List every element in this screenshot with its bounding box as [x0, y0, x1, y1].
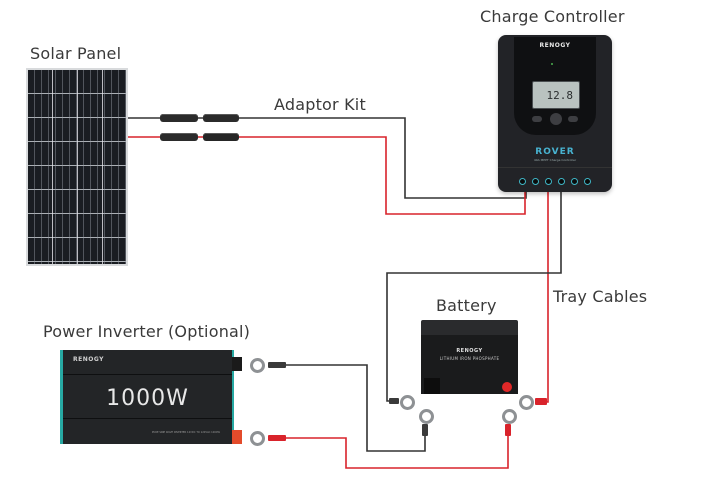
- right-button: [568, 116, 578, 122]
- power-inverter-label: Power Inverter (Optional): [43, 322, 251, 341]
- controller-terminal-6: [584, 178, 591, 185]
- inverter-side-positive-crimp: [268, 435, 286, 441]
- mc4-connector-positive-male: [160, 133, 198, 141]
- wire-inverter-positive: [286, 435, 509, 469]
- inverter-fineprint: PURE SINE WAVE INVERTER 12VDC TO 120VAC …: [151, 431, 220, 434]
- charge-controller-label: Charge Controller: [480, 7, 625, 26]
- controller-face: RENOGY 12.8: [514, 37, 596, 135]
- battery-label: Battery: [436, 296, 497, 315]
- adaptor-kit-label: Adaptor Kit: [274, 95, 366, 114]
- controller-subtitle: 40A MPPT Charge Controller: [533, 158, 577, 162]
- controller-terminal-1: [519, 178, 526, 185]
- controller-buttons: [532, 113, 580, 127]
- inverter-brand-logo: RENOGY: [73, 356, 104, 363]
- inverter-side-positive-ring-lug: [250, 431, 265, 446]
- inverter-negative-terminal: [232, 357, 242, 371]
- tray-positive-ring-lug: [519, 395, 534, 410]
- battery-lid: [421, 320, 518, 335]
- center-dpad-button: [550, 113, 562, 125]
- inverter-side-negative-ring-lug: [250, 358, 265, 373]
- battery: RENOGY LITHIUM IRON PHOSPHATE: [421, 320, 518, 394]
- inverter-positive-terminal: [232, 430, 242, 444]
- inverter-positive-ring-lug: [502, 409, 517, 424]
- solar-panel: [26, 68, 128, 266]
- controller-terminal-4: [558, 178, 565, 185]
- wire-solar-negative: [128, 117, 527, 199]
- controller-terminal-2: [532, 178, 539, 185]
- charge-controller: RENOGY 12.8 ROVER 40A MPPT Charge Contro…: [498, 35, 612, 192]
- battery-positive-terminal: [502, 382, 512, 392]
- controller-terminal-panel: [498, 167, 612, 192]
- controller-model-logo: ROVER: [535, 147, 575, 157]
- inverter-negative-ring-lug: [419, 409, 434, 424]
- tray-cables-label: Tray Cables: [553, 287, 648, 306]
- mc4-connector-negative-male: [160, 114, 198, 122]
- battery-brand-logo: RENOGY: [456, 348, 483, 354]
- inverter-power-rating: 1000W: [106, 386, 189, 411]
- controller-lcd-display: 12.8: [532, 81, 580, 109]
- wire-inverter-negative: [286, 364, 426, 452]
- left-button: [532, 116, 542, 122]
- inverter-rib-bottom: [63, 418, 232, 419]
- battery-model-label: LITHIUM IRON PHOSPHATE: [439, 356, 500, 361]
- tray-negative-ring-lug: [400, 395, 415, 410]
- mc4-connector-negative-female: [203, 114, 239, 122]
- inverter-side-negative-crimp: [268, 362, 286, 368]
- lcd-voltage-readout: 12.8: [546, 89, 574, 102]
- solar-panel-label: Solar Panel: [30, 44, 122, 63]
- wire-tray-positive: [535, 183, 549, 403]
- wire-solar-positive: [128, 136, 526, 215]
- tray-negative-crimp: [389, 398, 399, 404]
- power-inverter: RENOGY 1000W PURE SINE WAVE INVERTER 12V…: [60, 350, 234, 444]
- controller-terminal-3: [545, 178, 552, 185]
- inverter-negative-crimp: [422, 424, 428, 436]
- controller-terminal-5: [571, 178, 578, 185]
- controller-brand-logo: RENOGY: [539, 42, 571, 49]
- inverter-rib-top: [63, 374, 232, 375]
- inverter-positive-crimp: [505, 424, 511, 436]
- battery-negative-terminal: [424, 378, 440, 394]
- mc4-connector-positive-female: [203, 133, 239, 141]
- tray-positive-crimp: [535, 398, 547, 405]
